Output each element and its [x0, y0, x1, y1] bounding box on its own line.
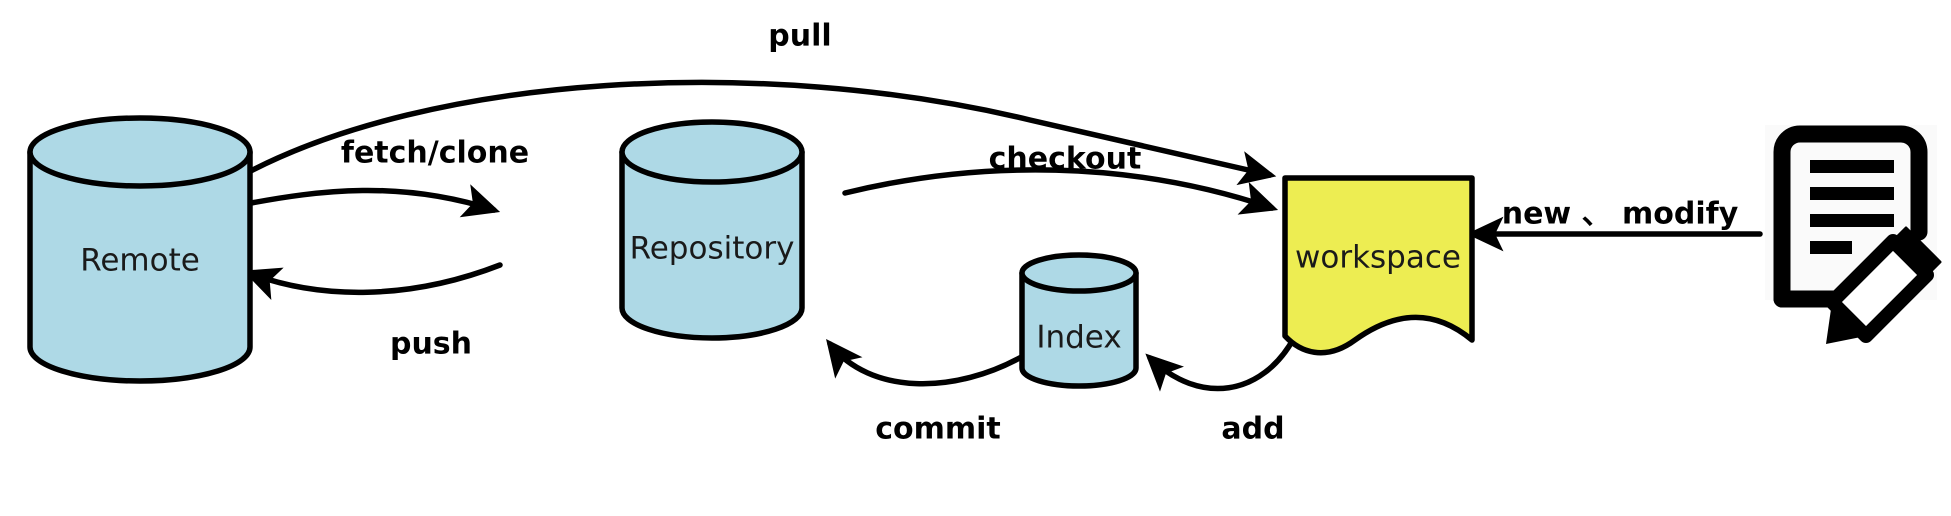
node-label-index: Index: [1036, 320, 1121, 356]
edge-checkout-path: [842, 167, 1279, 215]
node-label-repository: Repository: [630, 231, 795, 267]
index-cylinder-body: [1019, 270, 1139, 389]
edge-pull: pull: [240, 19, 1277, 186]
node-remote[interactable]: Remote: [27, 115, 253, 384]
edge-commit: commit: [826, 338, 1028, 447]
workspace-note-shape: [1282, 175, 1475, 356]
edge-label-checkout: checkout: [989, 142, 1142, 177]
document-line-3: [1810, 214, 1894, 227]
document-line-1: [1810, 160, 1894, 173]
document-line-4: [1810, 241, 1852, 254]
node-repository[interactable]: Repository: [619, 119, 805, 341]
repository-cylinder-body: [619, 149, 805, 341]
node-label-workspace: workspace: [1295, 240, 1461, 276]
node-workspace[interactable]: workspace: [1282, 175, 1475, 356]
edge-new-modify: new 、 modify: [1466, 197, 1763, 252]
node-index[interactable]: Index: [1019, 252, 1139, 389]
repository-cylinder-top: [619, 119, 805, 185]
edge-label-pull: pull: [768, 19, 831, 54]
edge-fetch-clone: fetch/clone: [243, 136, 529, 218]
node-label-remote: Remote: [80, 243, 200, 279]
remote-cylinder-top: [27, 115, 253, 189]
document-line-2: [1810, 187, 1894, 200]
edge-fetch-clone-path: [243, 184, 501, 218]
index-cylinder-top: [1019, 252, 1139, 294]
remote-cylinder-body: [27, 149, 253, 384]
document-edit-icon: [1765, 125, 1942, 344]
edge-label-commit: commit: [875, 412, 1001, 447]
edge-label-fetch-clone: fetch/clone: [341, 136, 529, 171]
edge-add-path: [1145, 335, 1297, 392]
edge-push-path: [243, 262, 503, 301]
pencil-icon: [1825, 226, 1942, 344]
edge-checkout: checkout: [842, 142, 1279, 215]
edge-label-push: push: [390, 327, 472, 362]
edge-commit-path: [826, 338, 1028, 387]
edge-push: push: [243, 262, 503, 362]
edge-add: add: [1145, 335, 1297, 447]
document-page-outline: [1773, 125, 1928, 308]
edge-label-add: add: [1221, 412, 1284, 447]
edge-pull-path: [240, 79, 1277, 186]
edge-label-new-modify: new 、 modify: [1502, 197, 1739, 232]
